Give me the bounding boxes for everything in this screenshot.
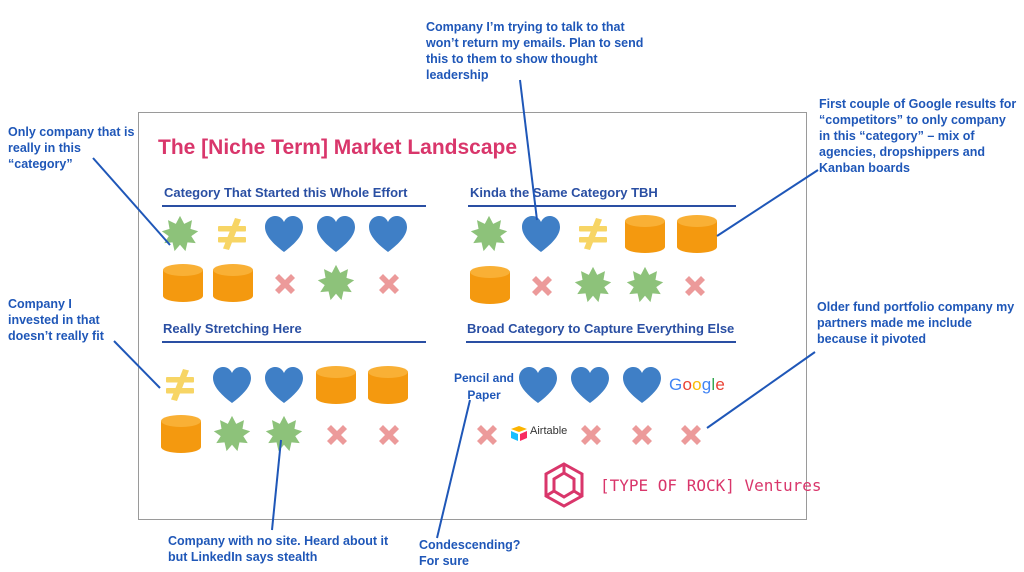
green-starburst-icon xyxy=(213,415,251,452)
blue-heart-icon xyxy=(623,367,661,403)
pink-x-icon xyxy=(532,276,552,296)
blue-heart-icon xyxy=(571,367,609,403)
annotation-google-results: First couple of Google results for “comp… xyxy=(819,97,1017,175)
orange-cylinder-icon xyxy=(161,415,201,453)
orange-cylinder-icon xyxy=(677,215,717,253)
page-title: The [Niche Term] Market Landscape xyxy=(158,136,518,159)
green-starburst-icon xyxy=(574,266,612,303)
pink-x-icon xyxy=(477,425,497,445)
blue-heart-icon xyxy=(213,367,251,403)
orange-cylinder-icon xyxy=(368,366,408,404)
blue-heart-icon xyxy=(265,216,303,252)
annotation-invested: Company I invested in that doesn’t reall… xyxy=(8,297,104,343)
category-heading-1: Category That Started this Whole Effort xyxy=(164,185,408,200)
landscape-frame xyxy=(138,112,807,520)
orange-cylinder-icon xyxy=(163,264,203,302)
pink-x-icon xyxy=(685,276,705,296)
annotation-no-site: Company with no site. Heard about it but… xyxy=(168,534,389,564)
category-heading-2: Kinda the Same Category TBH xyxy=(470,185,658,200)
category-rule-3 xyxy=(162,341,426,343)
pencil-paper-label: Pencil and Paper xyxy=(453,371,515,402)
category-rule-2 xyxy=(468,205,736,207)
yellow-not-equal-icon xyxy=(166,369,194,401)
blue-heart-icon xyxy=(522,216,560,252)
category-heading-4: Broad Category to Capture Everything Els… xyxy=(467,321,735,336)
blue-heart-icon xyxy=(369,216,407,252)
category-rule-1 xyxy=(162,205,426,207)
green-starburst-icon xyxy=(470,215,508,252)
orange-cylinder-icon xyxy=(625,215,665,253)
airtable-logo: Airtable xyxy=(510,425,567,437)
pink-x-icon xyxy=(681,425,701,445)
category-heading-3: Really Stretching Here xyxy=(163,321,302,336)
pink-x-icon xyxy=(379,274,399,294)
annotation-condescending: Condescending? For sure xyxy=(419,538,521,568)
blue-heart-icon xyxy=(519,367,557,403)
green-starburst-icon xyxy=(161,215,199,252)
pink-x-icon xyxy=(275,274,295,294)
green-starburst-icon xyxy=(626,266,664,303)
category-rule-4 xyxy=(466,341,736,343)
google-logo: Google xyxy=(669,375,726,394)
annotation-lines xyxy=(92,79,819,539)
yellow-not-equal-icon xyxy=(579,218,607,250)
hexagon-logo-icon xyxy=(544,462,584,508)
pink-x-icon xyxy=(379,425,399,445)
orange-cylinder-icon xyxy=(213,264,253,302)
vc-brand-name: [TYPE OF ROCK] Ventures xyxy=(600,476,822,495)
pink-x-icon xyxy=(327,425,347,445)
airtable-label: Airtable xyxy=(530,425,568,437)
orange-cylinder-icon xyxy=(316,366,356,404)
blue-heart-icon xyxy=(317,216,355,252)
annotation-only-company: Only company that is really in this “cat… xyxy=(8,125,135,171)
pink-x-icon xyxy=(581,425,601,445)
pink-x-icon xyxy=(632,425,652,445)
green-starburst-icon xyxy=(265,415,303,452)
orange-cylinder-icon xyxy=(470,266,510,304)
yellow-not-equal-icon xyxy=(218,218,246,250)
blue-heart-icon xyxy=(265,367,303,403)
annotation-trying-to-talk: Company I’m trying to talk to that won’t… xyxy=(426,20,644,82)
green-starburst-icon xyxy=(317,264,355,301)
airtable-logo-icon xyxy=(511,426,527,441)
annotation-older-fund: Older fund portfolio company my partners… xyxy=(817,300,1015,346)
